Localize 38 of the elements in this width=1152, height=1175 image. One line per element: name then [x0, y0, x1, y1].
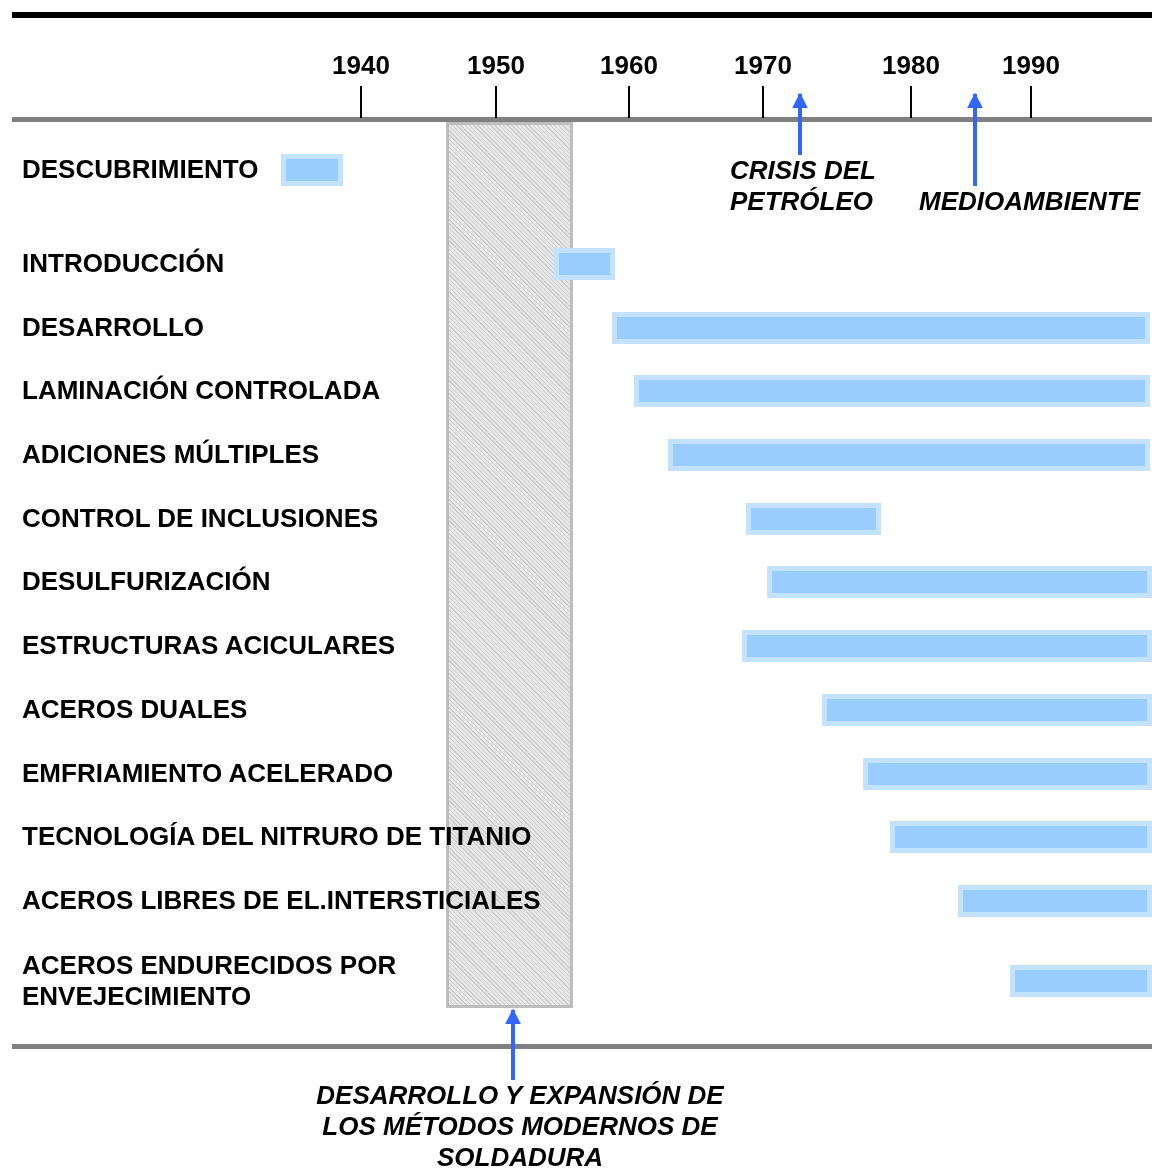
annotation-text: MEDIOAMBIENTE	[919, 186, 1152, 217]
row-label: ESTRUCTURAS ACICULARES	[22, 630, 397, 661]
timeline-bar	[554, 248, 615, 280]
row-label: ADICIONES MÚLTIPLES	[22, 439, 321, 470]
year-label: 1970	[733, 50, 793, 81]
arrow	[505, 1008, 521, 1080]
timeline-bar	[958, 885, 1152, 917]
timeline-bar	[668, 439, 1150, 471]
row-label: CONTROL DE INCLUSIONES	[22, 503, 380, 534]
timeline-bar	[742, 630, 1152, 662]
row-label: LAMINACIÓN CONTROLADA	[22, 375, 382, 406]
timeline-bar	[863, 758, 1152, 790]
timeline-bar	[746, 503, 881, 535]
row-label: INTRODUCCIÓN	[22, 248, 226, 279]
timeline-bar	[281, 154, 343, 186]
year-label: 1940	[331, 50, 391, 81]
timeline-bar	[612, 312, 1150, 344]
row-label: DESULFURIZACIÓN	[22, 566, 272, 597]
year-label: 1990	[1001, 50, 1061, 81]
row-label: EMFRIAMIENTO ACELERADO	[22, 758, 395, 789]
annotation-text: DESARROLLO Y EXPANSIÓN DE LOS MÉTODOS MODERNOS DE SOLDADURA	[313, 1080, 727, 1173]
timeline-bar	[1010, 965, 1152, 997]
arrow	[792, 92, 808, 155]
year-label: 1960	[599, 50, 659, 81]
annotation-text: CRISIS DEL PETRÓLEO	[730, 155, 905, 217]
timeline-bar	[890, 821, 1152, 853]
row-label: TECNOLOGÍA DEL NITRURO DE TITANIO	[22, 821, 533, 852]
timeline-bar	[822, 694, 1152, 726]
row-label: DESCUBRIMIENTO	[22, 154, 260, 185]
arrow	[967, 92, 983, 186]
year-label: 1980	[881, 50, 941, 81]
row-label: ACEROS ENDURECIDOS POR ENVEJECIMIENTO	[22, 950, 398, 1012]
year-label: 1950	[466, 50, 526, 81]
row-label: ACEROS DUALES	[22, 694, 249, 725]
timeline-bar	[767, 566, 1152, 598]
timeline-bar	[634, 375, 1150, 407]
row-label: ACEROS LIBRES DE EL.INTERSTICIALES	[22, 885, 542, 916]
row-label: DESARROLLO	[22, 312, 205, 343]
